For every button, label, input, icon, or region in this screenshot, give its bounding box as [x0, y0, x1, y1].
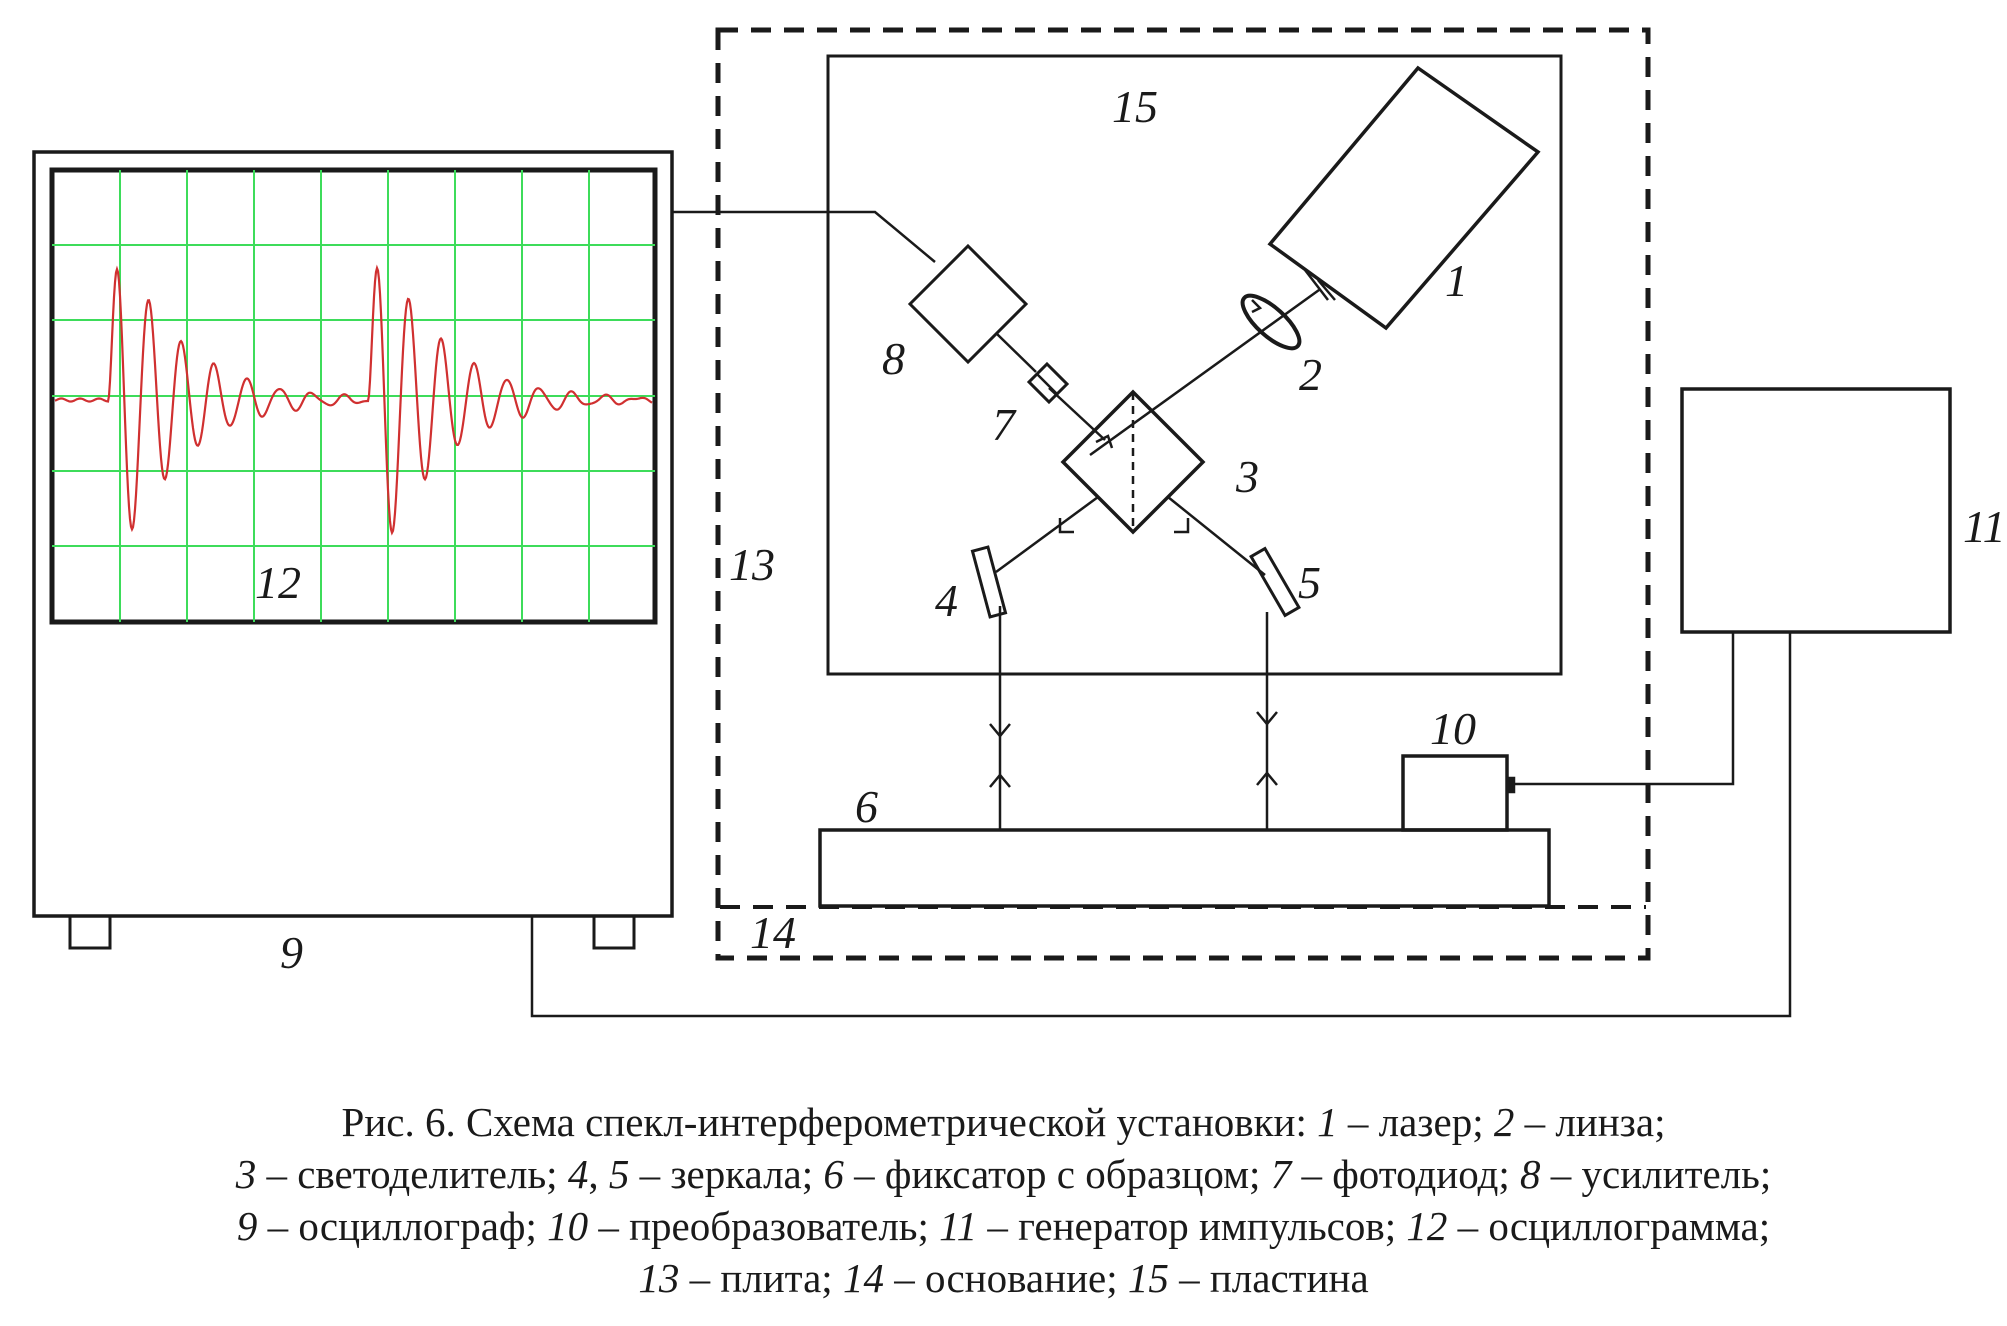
beam-laser-to-splitter — [1089, 288, 1320, 457]
beam-photodiode-to-amplifier — [996, 333, 1037, 373]
sample-holder-6 — [818, 828, 1551, 908]
laser-1 — [1267, 65, 1541, 331]
mirror-4 — [970, 545, 1008, 619]
oscilloscope-foot-left — [68, 914, 112, 950]
label-10: 10 — [1430, 703, 1476, 754]
setup-diagram: 15 1 2 8 7 3 4 5 13 12 11 10 6 14 9 — [32, 27, 2006, 1018]
oscillogram-trace — [54, 264, 653, 536]
caption-line-2: 3 – светоделитель; 4, 5 – зеркала; 6 – ф… — [235, 1151, 1772, 1197]
plate-15 — [826, 54, 1563, 676]
label-7: 7 — [992, 399, 1017, 450]
label-9: 9 — [280, 927, 303, 978]
figure-caption: Рис. 6. Схема спекл-интерферометрической… — [0, 1096, 2007, 1304]
caption-line-1: Рис. 6. Схема спекл-интерферометрической… — [341, 1099, 1666, 1145]
photodiode-7 — [1026, 361, 1070, 405]
label-3: 3 — [1235, 451, 1259, 502]
label-11: 11 — [1963, 501, 2006, 552]
label-15: 15 — [1112, 81, 1158, 132]
label-5: 5 — [1298, 557, 1321, 608]
label-12: 12 — [255, 557, 301, 608]
label-14: 14 — [750, 907, 796, 958]
label-2: 2 — [1299, 349, 1322, 400]
wire-generator-to-oscilloscope — [530, 632, 1792, 1018]
oscilloscope-9 — [32, 150, 674, 918]
beam-splitter-to-mirror-5 — [1167, 496, 1266, 576]
converter-10 — [1401, 754, 1509, 832]
beam-splitter-to-mirror-4 — [995, 495, 1099, 574]
signal-wire — [672, 210, 936, 263]
mirror-5 — [1249, 546, 1301, 618]
caption-line-3: 9 – осциллограф; 10 – преобразователь; 1… — [236, 1203, 1771, 1249]
lens-2 — [1240, 293, 1302, 351]
beam-splitter-to-photodiode — [1048, 387, 1106, 441]
converter-connector — [1505, 776, 1516, 794]
caption-line-4: 13 – плита; 14 – основание; 15 – пластин… — [638, 1255, 1369, 1301]
label-4: 4 — [935, 575, 958, 626]
beam-splitter-3 — [1060, 389, 1206, 535]
label-6: 6 — [855, 781, 878, 832]
pulse-generator-11 — [1680, 387, 1952, 634]
label-13: 13 — [729, 539, 775, 590]
oscilloscope-foot-right — [592, 914, 636, 950]
wire-generator-to-converter — [1514, 632, 1735, 786]
label-8: 8 — [882, 333, 905, 384]
screen-grid — [52, 170, 655, 622]
amplifier-8 — [907, 243, 1029, 365]
table-13-outline — [715, 27, 1651, 961]
label-1: 1 — [1445, 255, 1468, 306]
